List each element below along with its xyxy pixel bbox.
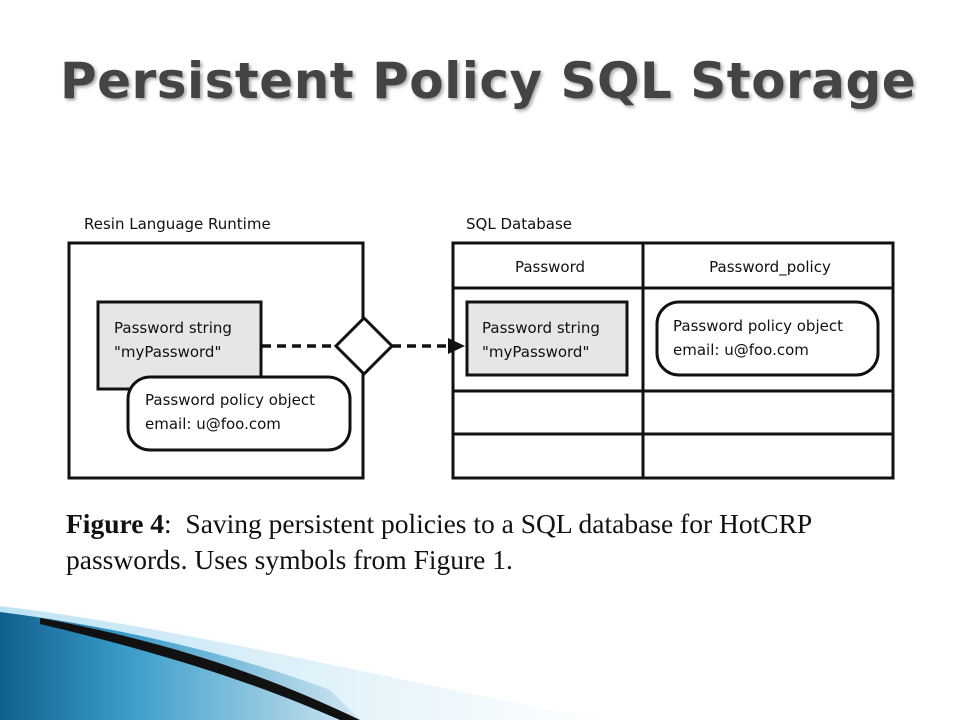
runtime-policy-object-line2: email: u@foo.com xyxy=(145,415,281,433)
slide-title: Persistent Policy SQL Storage xyxy=(60,52,917,110)
database-password-string-box: Password string "myPassword" xyxy=(465,300,629,377)
database-password-string-line2: "myPassword" xyxy=(482,343,589,361)
figure-caption-text: Saving persistent policies to a SQL data… xyxy=(66,508,812,575)
figure-label: Figure 4 xyxy=(66,508,165,539)
runtime-password-string-box: Password string "myPassword" xyxy=(96,300,263,391)
arrow-head xyxy=(448,338,465,354)
database-policy-object-box: Password policy object email: u@foo.com xyxy=(655,300,880,377)
figure-caption: Figure 4: Saving persistent policies to … xyxy=(66,508,812,575)
database-panel-label: SQL Database xyxy=(466,215,572,233)
swoosh-dark-line xyxy=(40,618,360,720)
database-password-string-line1: Password string xyxy=(482,319,600,337)
runtime-policy-object-line1: Password policy object xyxy=(145,391,315,409)
swoosh-blue-band xyxy=(0,612,360,720)
runtime-policy-object-box: Password policy object email: u@foo.com xyxy=(126,375,352,452)
database-table xyxy=(451,241,895,480)
database-policy-object-line2: email: u@foo.com xyxy=(673,341,809,359)
policy-check-diamond xyxy=(333,315,395,377)
runtime-password-string-line2: "myPassword" xyxy=(114,343,221,361)
column-header-password-policy: Password_policy xyxy=(709,258,831,277)
column-header-password: Password xyxy=(515,258,585,276)
database-policy-object-line1: Password policy object xyxy=(673,317,843,335)
runtime-panel-label: Resin Language Runtime xyxy=(84,215,271,233)
runtime-password-string-line1: Password string xyxy=(114,319,232,337)
